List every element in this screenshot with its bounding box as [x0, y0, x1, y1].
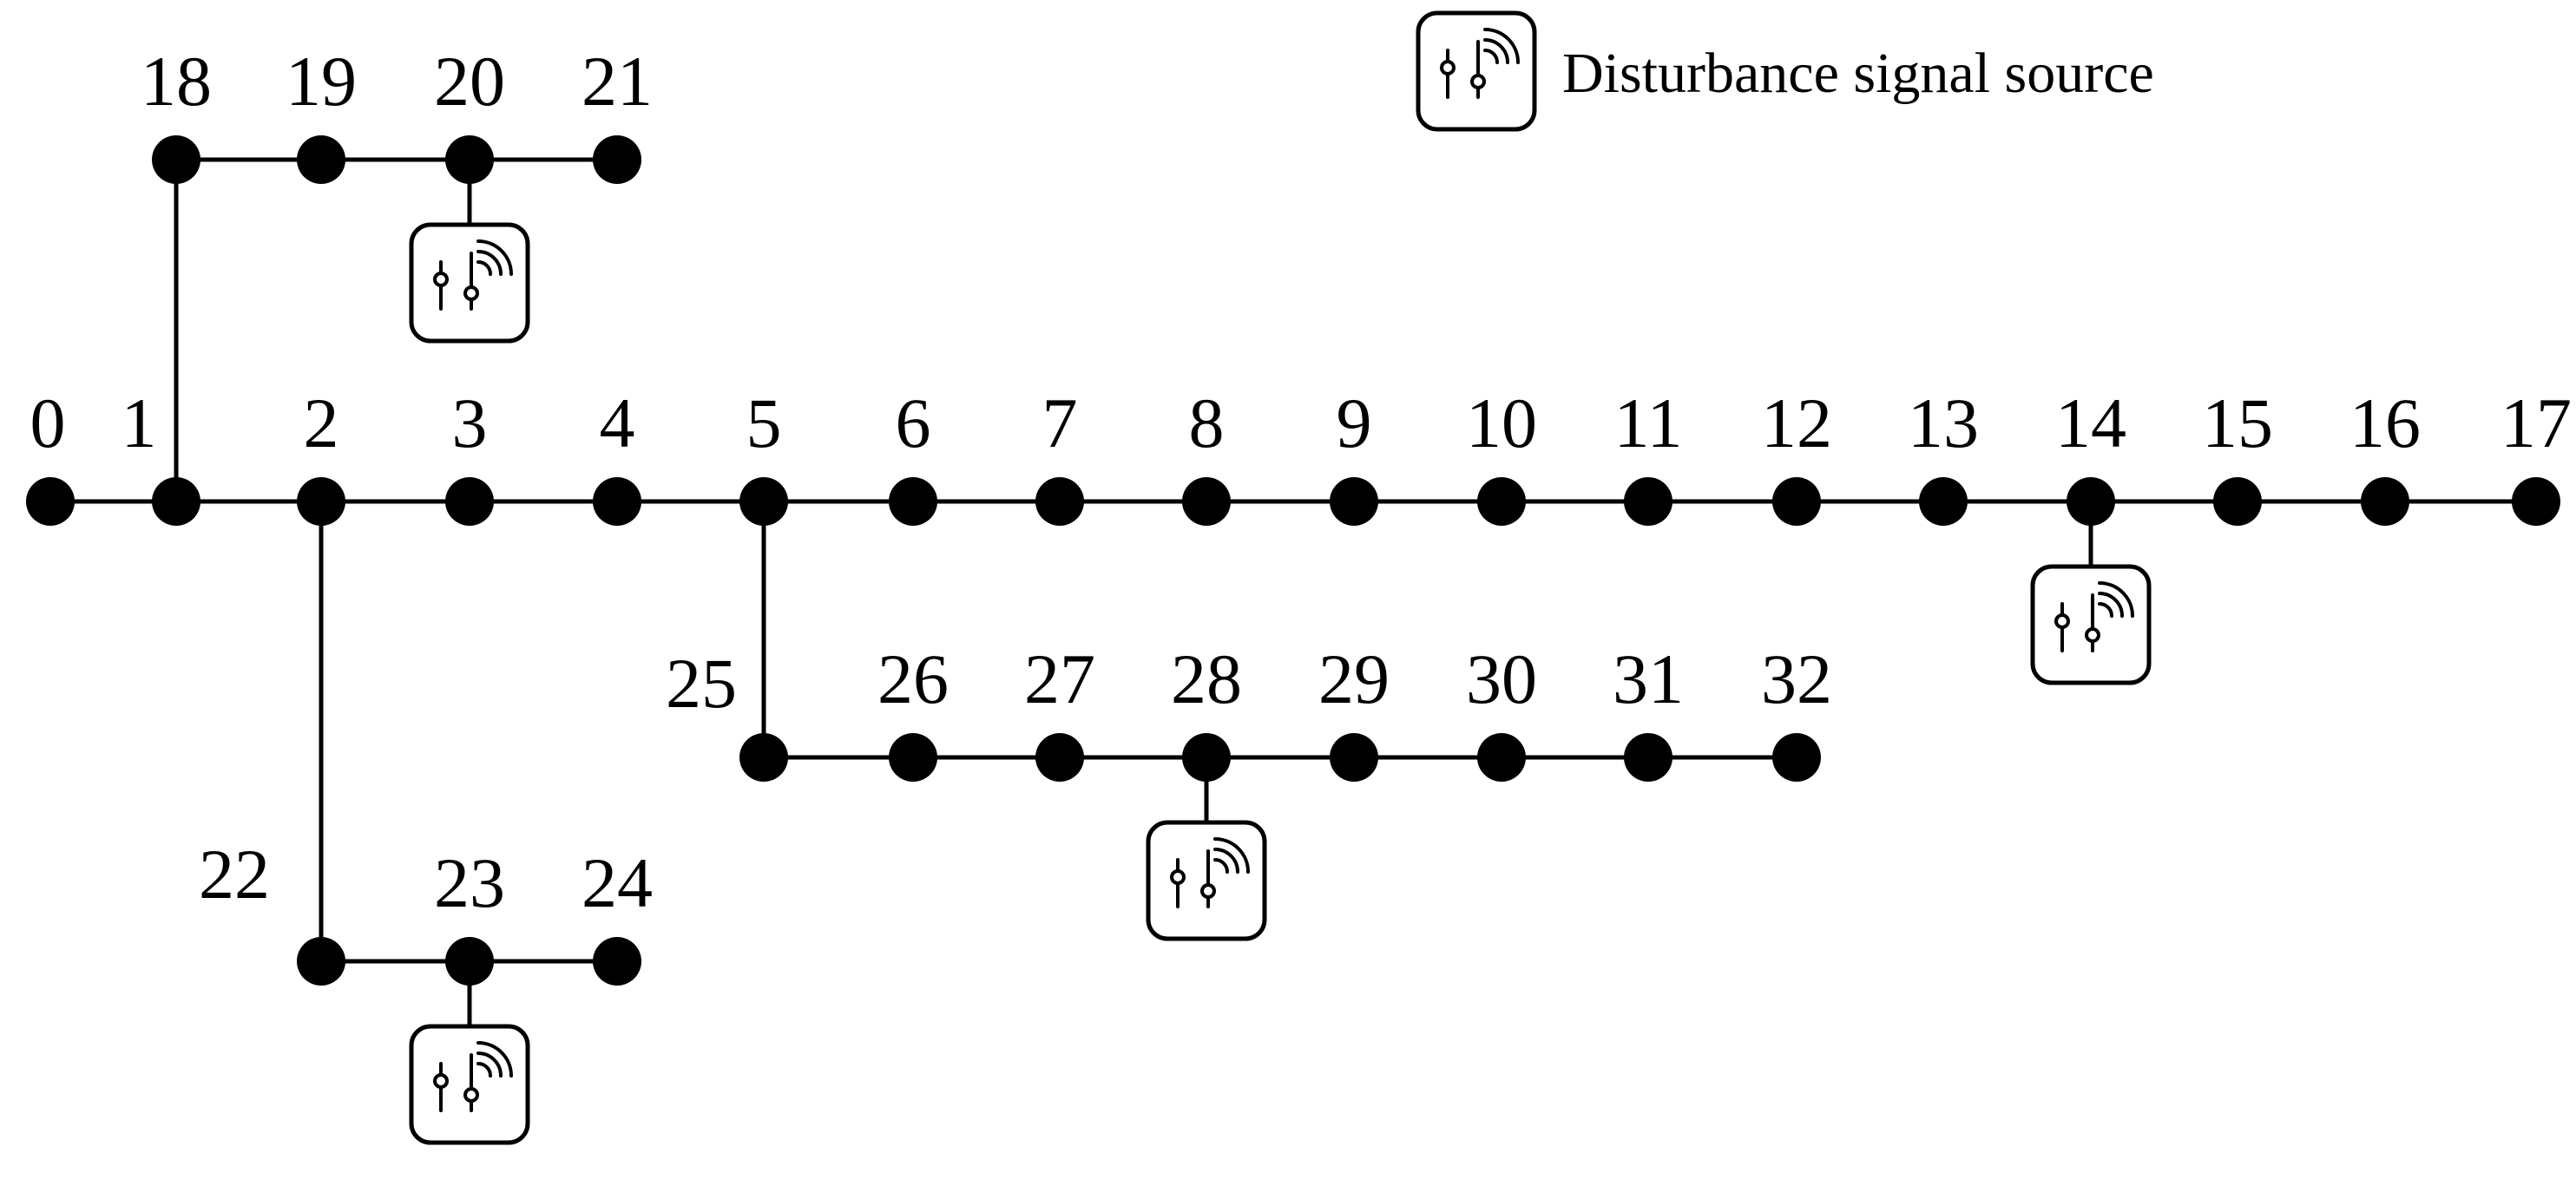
- node-label-14: 14: [2055, 383, 2126, 462]
- node-label-6: 6: [896, 383, 931, 462]
- legend-label: Disturbance signal source: [1562, 42, 2154, 105]
- node-label-25: 25: [666, 644, 737, 723]
- node-24: [593, 937, 641, 986]
- node-label-17: 17: [2500, 383, 2572, 462]
- node-label-1: 1: [122, 383, 157, 462]
- node-label-27: 27: [1024, 639, 1095, 718]
- network-lines: [50, 157, 2536, 964]
- node-2: [297, 477, 345, 526]
- node-label-15: 15: [2202, 383, 2273, 462]
- disturbance-source-icon: [1416, 10, 1537, 132]
- disturbance-source-icon: [1146, 820, 1267, 941]
- node-label-9: 9: [1337, 383, 1372, 462]
- node-30: [1477, 733, 1526, 782]
- node-label-24: 24: [582, 843, 653, 922]
- node-label-18: 18: [141, 42, 212, 121]
- node-label-19: 19: [286, 42, 357, 121]
- node-1: [152, 477, 200, 526]
- node-label-11: 11: [1614, 383, 1683, 462]
- node-31: [1624, 733, 1672, 782]
- node-label-13: 13: [1908, 383, 1979, 462]
- node-label-8: 8: [1189, 383, 1225, 462]
- node-label-23: 23: [434, 843, 505, 922]
- disturbance-source-icon: [409, 1024, 530, 1145]
- node-22: [297, 937, 345, 986]
- node-10: [1477, 477, 1526, 526]
- node-7: [1035, 477, 1084, 526]
- node-label-0: 0: [30, 383, 66, 462]
- node-label-32: 32: [1761, 639, 1832, 718]
- node-23: [445, 937, 494, 986]
- disturbance-source-icon: [2030, 564, 2152, 685]
- node-17: [2512, 477, 2560, 526]
- node-label-20: 20: [434, 42, 505, 121]
- node-label-7: 7: [1042, 383, 1078, 462]
- node-9: [1330, 477, 1378, 526]
- node-label-22: 22: [199, 835, 270, 914]
- node-label-26: 26: [877, 639, 949, 718]
- node-label-29: 29: [1318, 639, 1390, 718]
- node-label-3: 3: [452, 383, 488, 462]
- node-29: [1330, 733, 1378, 782]
- node-12: [1772, 477, 1821, 526]
- node-20: [445, 135, 494, 184]
- node-label-16: 16: [2349, 383, 2421, 462]
- node-19: [297, 135, 345, 184]
- node-21: [593, 135, 641, 184]
- node-label-5: 5: [746, 383, 782, 462]
- node-11: [1624, 477, 1672, 526]
- node-label-31: 31: [1613, 639, 1684, 718]
- node-label-30: 30: [1466, 639, 1537, 718]
- node-25: [739, 733, 788, 782]
- node-8: [1182, 477, 1231, 526]
- node-18: [152, 135, 200, 184]
- node-label-2: 2: [304, 383, 339, 462]
- node-0: [26, 477, 75, 526]
- node-label-12: 12: [1761, 383, 1832, 462]
- node-label-10: 10: [1466, 383, 1537, 462]
- node-4: [593, 477, 641, 526]
- node-28: [1182, 733, 1231, 782]
- node-label-4: 4: [600, 383, 635, 462]
- node-27: [1035, 733, 1084, 782]
- node-15: [2213, 477, 2262, 526]
- node-26: [889, 733, 937, 782]
- node-32: [1772, 733, 1821, 782]
- node-16: [2361, 477, 2409, 526]
- node-14: [2067, 477, 2115, 526]
- node-5: [739, 477, 788, 526]
- node-label-28: 28: [1171, 639, 1242, 718]
- network-nodes: [26, 135, 2560, 986]
- legend: Disturbance signal source: [1416, 10, 2154, 132]
- disturbance-source-icon: [409, 222, 530, 344]
- node-label-21: 21: [582, 42, 653, 121]
- node-6: [889, 477, 937, 526]
- node-13: [1919, 477, 1968, 526]
- node-3: [445, 477, 494, 526]
- disturbance-sources: [409, 160, 2152, 1145]
